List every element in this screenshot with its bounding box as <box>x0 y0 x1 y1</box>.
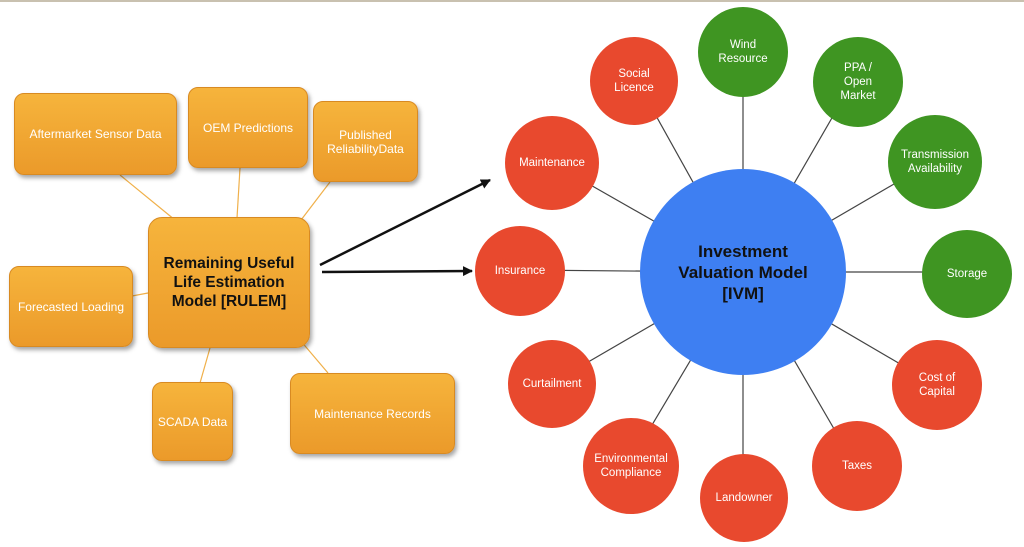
node-insurance: Insurance <box>475 226 565 316</box>
node-label: Curtailment <box>522 378 582 390</box>
node-label: Environmental Compliance <box>594 453 668 479</box>
input-scada-data: SCADA Data <box>152 382 233 461</box>
node-label: Transmission Availability <box>901 149 969 175</box>
node-storage: Storage <box>922 230 1012 318</box>
node-social-licence: Social Licence <box>590 37 678 125</box>
node-taxes: Taxes <box>812 421 902 511</box>
link-maintenance-records <box>299 339 329 374</box>
rulem-title: Remaining Useful Life Estimation Model [… <box>163 255 295 310</box>
link-oem <box>236 167 241 219</box>
input-maintenance-records: Maintenance Records <box>290 373 455 454</box>
input-aftermarket-sensor-data: Aftermarket Sensor Data <box>14 93 177 175</box>
node-landowner: Landowner <box>700 454 788 542</box>
input-label: OEM Predictions <box>202 120 294 135</box>
input-label: Published ReliabilityData <box>327 127 404 156</box>
link-scada <box>199 347 211 384</box>
input-label: Maintenance Records <box>314 406 431 421</box>
link-aftermarket <box>119 174 176 221</box>
node-maintenance: Maintenance <box>505 116 599 210</box>
rulem-model-box: Remaining Useful Life Estimation Model [… <box>148 217 310 348</box>
input-label: SCADA Data <box>157 414 228 429</box>
input-label: Aftermarket Sensor Data <box>29 127 162 141</box>
ivm-hub: Investment Valuation Model [IVM] <box>640 169 846 375</box>
node-label: Landowner <box>715 492 773 504</box>
node-label: Wind Resource <box>718 39 768 65</box>
node-label: PPA / Open Market <box>840 62 876 102</box>
input-published-reliability-data: Published ReliabilityData <box>313 101 418 182</box>
node-ppa-open-market: PPA / Open Market <box>813 37 903 127</box>
node-label: Maintenance <box>519 157 585 169</box>
node-label: Cost of Capital <box>918 372 956 398</box>
node-wind-resource: Wind Resource <box>698 7 788 97</box>
ivm-title: Investment Valuation Model [IVM] <box>678 241 808 303</box>
link-published <box>297 181 331 225</box>
top-border <box>0 0 1024 2</box>
node-cost-of-capital: Cost of Capital <box>892 340 982 430</box>
node-curtailment: Curtailment <box>508 340 596 428</box>
node-label: Taxes <box>841 460 873 472</box>
node-label: Storage <box>946 268 988 280</box>
arrow-to-insurance <box>321 266 473 277</box>
input-label: Forecasted Loading <box>17 299 125 314</box>
node-environmental-compliance: Environmental Compliance <box>583 418 679 514</box>
node-label: Social Licence <box>614 68 654 94</box>
node-transmission-availability: Transmission Availability <box>888 115 982 209</box>
input-forecasted-loading: Forecasted Loading <box>9 266 133 347</box>
arrow-to-maintenance <box>319 178 491 267</box>
link-forecasted <box>131 292 149 297</box>
input-oem-predictions: OEM Predictions <box>188 87 308 168</box>
node-label: Insurance <box>494 265 546 277</box>
